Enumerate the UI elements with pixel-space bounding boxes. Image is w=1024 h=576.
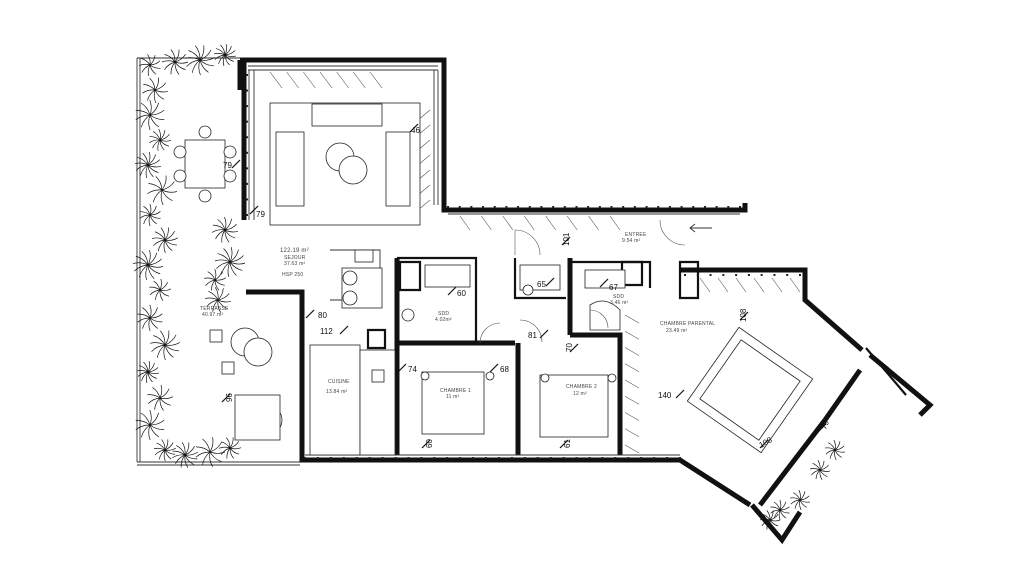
terrace-furniture xyxy=(173,125,283,441)
wall-marks xyxy=(246,74,801,459)
sejour-name: SEJOUR xyxy=(284,255,306,261)
dim-label: 80 xyxy=(318,311,327,320)
interior-walls xyxy=(366,256,907,455)
entree-area: 9.54 m² xyxy=(622,238,640,244)
kitchen-furniture xyxy=(309,344,396,456)
chambre2-area: 12 m² xyxy=(573,391,587,397)
dim-label: 60 xyxy=(425,439,434,448)
sejour-area: 37.63 m² xyxy=(284,261,305,267)
sdd1-name: SDD xyxy=(438,311,449,317)
room-labels: 122.19 m² SEJOUR 37.63 m² HSP 250 TERRAS… xyxy=(200,232,715,400)
parental-area: 23.49 m² xyxy=(666,328,687,334)
entree-name: ENTREE xyxy=(625,232,647,238)
terrasse-name: TERRASSE xyxy=(200,306,229,312)
door-swings xyxy=(479,219,686,344)
living-furniture xyxy=(269,102,421,309)
sdd2-name: SDD xyxy=(613,294,624,300)
dim-label: 67 xyxy=(609,283,618,292)
dim-label: 79 xyxy=(256,210,265,219)
dim-label: 140 xyxy=(658,391,672,400)
chambre1-name: CHAMBRE 1 xyxy=(440,388,471,394)
dim-label: 108 xyxy=(739,308,748,322)
parental-name: CHAMBRE PARENTAL xyxy=(660,321,715,327)
dim-label: 81 xyxy=(528,331,537,340)
terrace-vegetation xyxy=(132,43,845,530)
dim-label: 74 xyxy=(408,365,417,374)
dim-label: 60 xyxy=(457,289,466,298)
bathroom-fixtures xyxy=(401,264,626,331)
cuisine-area: 13.84 m² xyxy=(326,389,347,395)
bedroom-furniture xyxy=(420,326,814,454)
dim-label: 65 xyxy=(537,280,546,289)
dimension-ticks xyxy=(221,123,827,449)
cuisine-name: CUISINE xyxy=(328,379,350,385)
chambre2-name: CHAMBRE 2 xyxy=(566,384,597,390)
terrasse-area: 40.97 m² xyxy=(202,312,223,318)
outer-walls xyxy=(237,57,934,545)
sejour-note: HSP 250 xyxy=(282,272,303,278)
dim-label: 96 xyxy=(225,393,234,402)
dim-label: 112 xyxy=(320,327,333,336)
entrance-arrow-icon xyxy=(689,223,712,233)
dimension-labels: 46 79 79 101 65 67 60 80 112 81 70 74 68… xyxy=(223,126,831,450)
dim-label: 46 xyxy=(411,126,420,135)
dim-label: 70 xyxy=(565,343,574,352)
sdd1-area: 4.02m² xyxy=(435,317,452,323)
chambre1-area: 11 m² xyxy=(446,394,460,400)
dim-label: 101 xyxy=(562,232,571,246)
dim-label: 61 xyxy=(563,439,572,448)
dim-label: 68 xyxy=(500,365,509,374)
dim-label: 79 xyxy=(223,161,232,170)
dim-label: 79 xyxy=(819,419,831,431)
sdd2-area: 3.46 m² xyxy=(610,300,628,306)
sejour-total-area: 122.19 m² xyxy=(280,248,309,254)
